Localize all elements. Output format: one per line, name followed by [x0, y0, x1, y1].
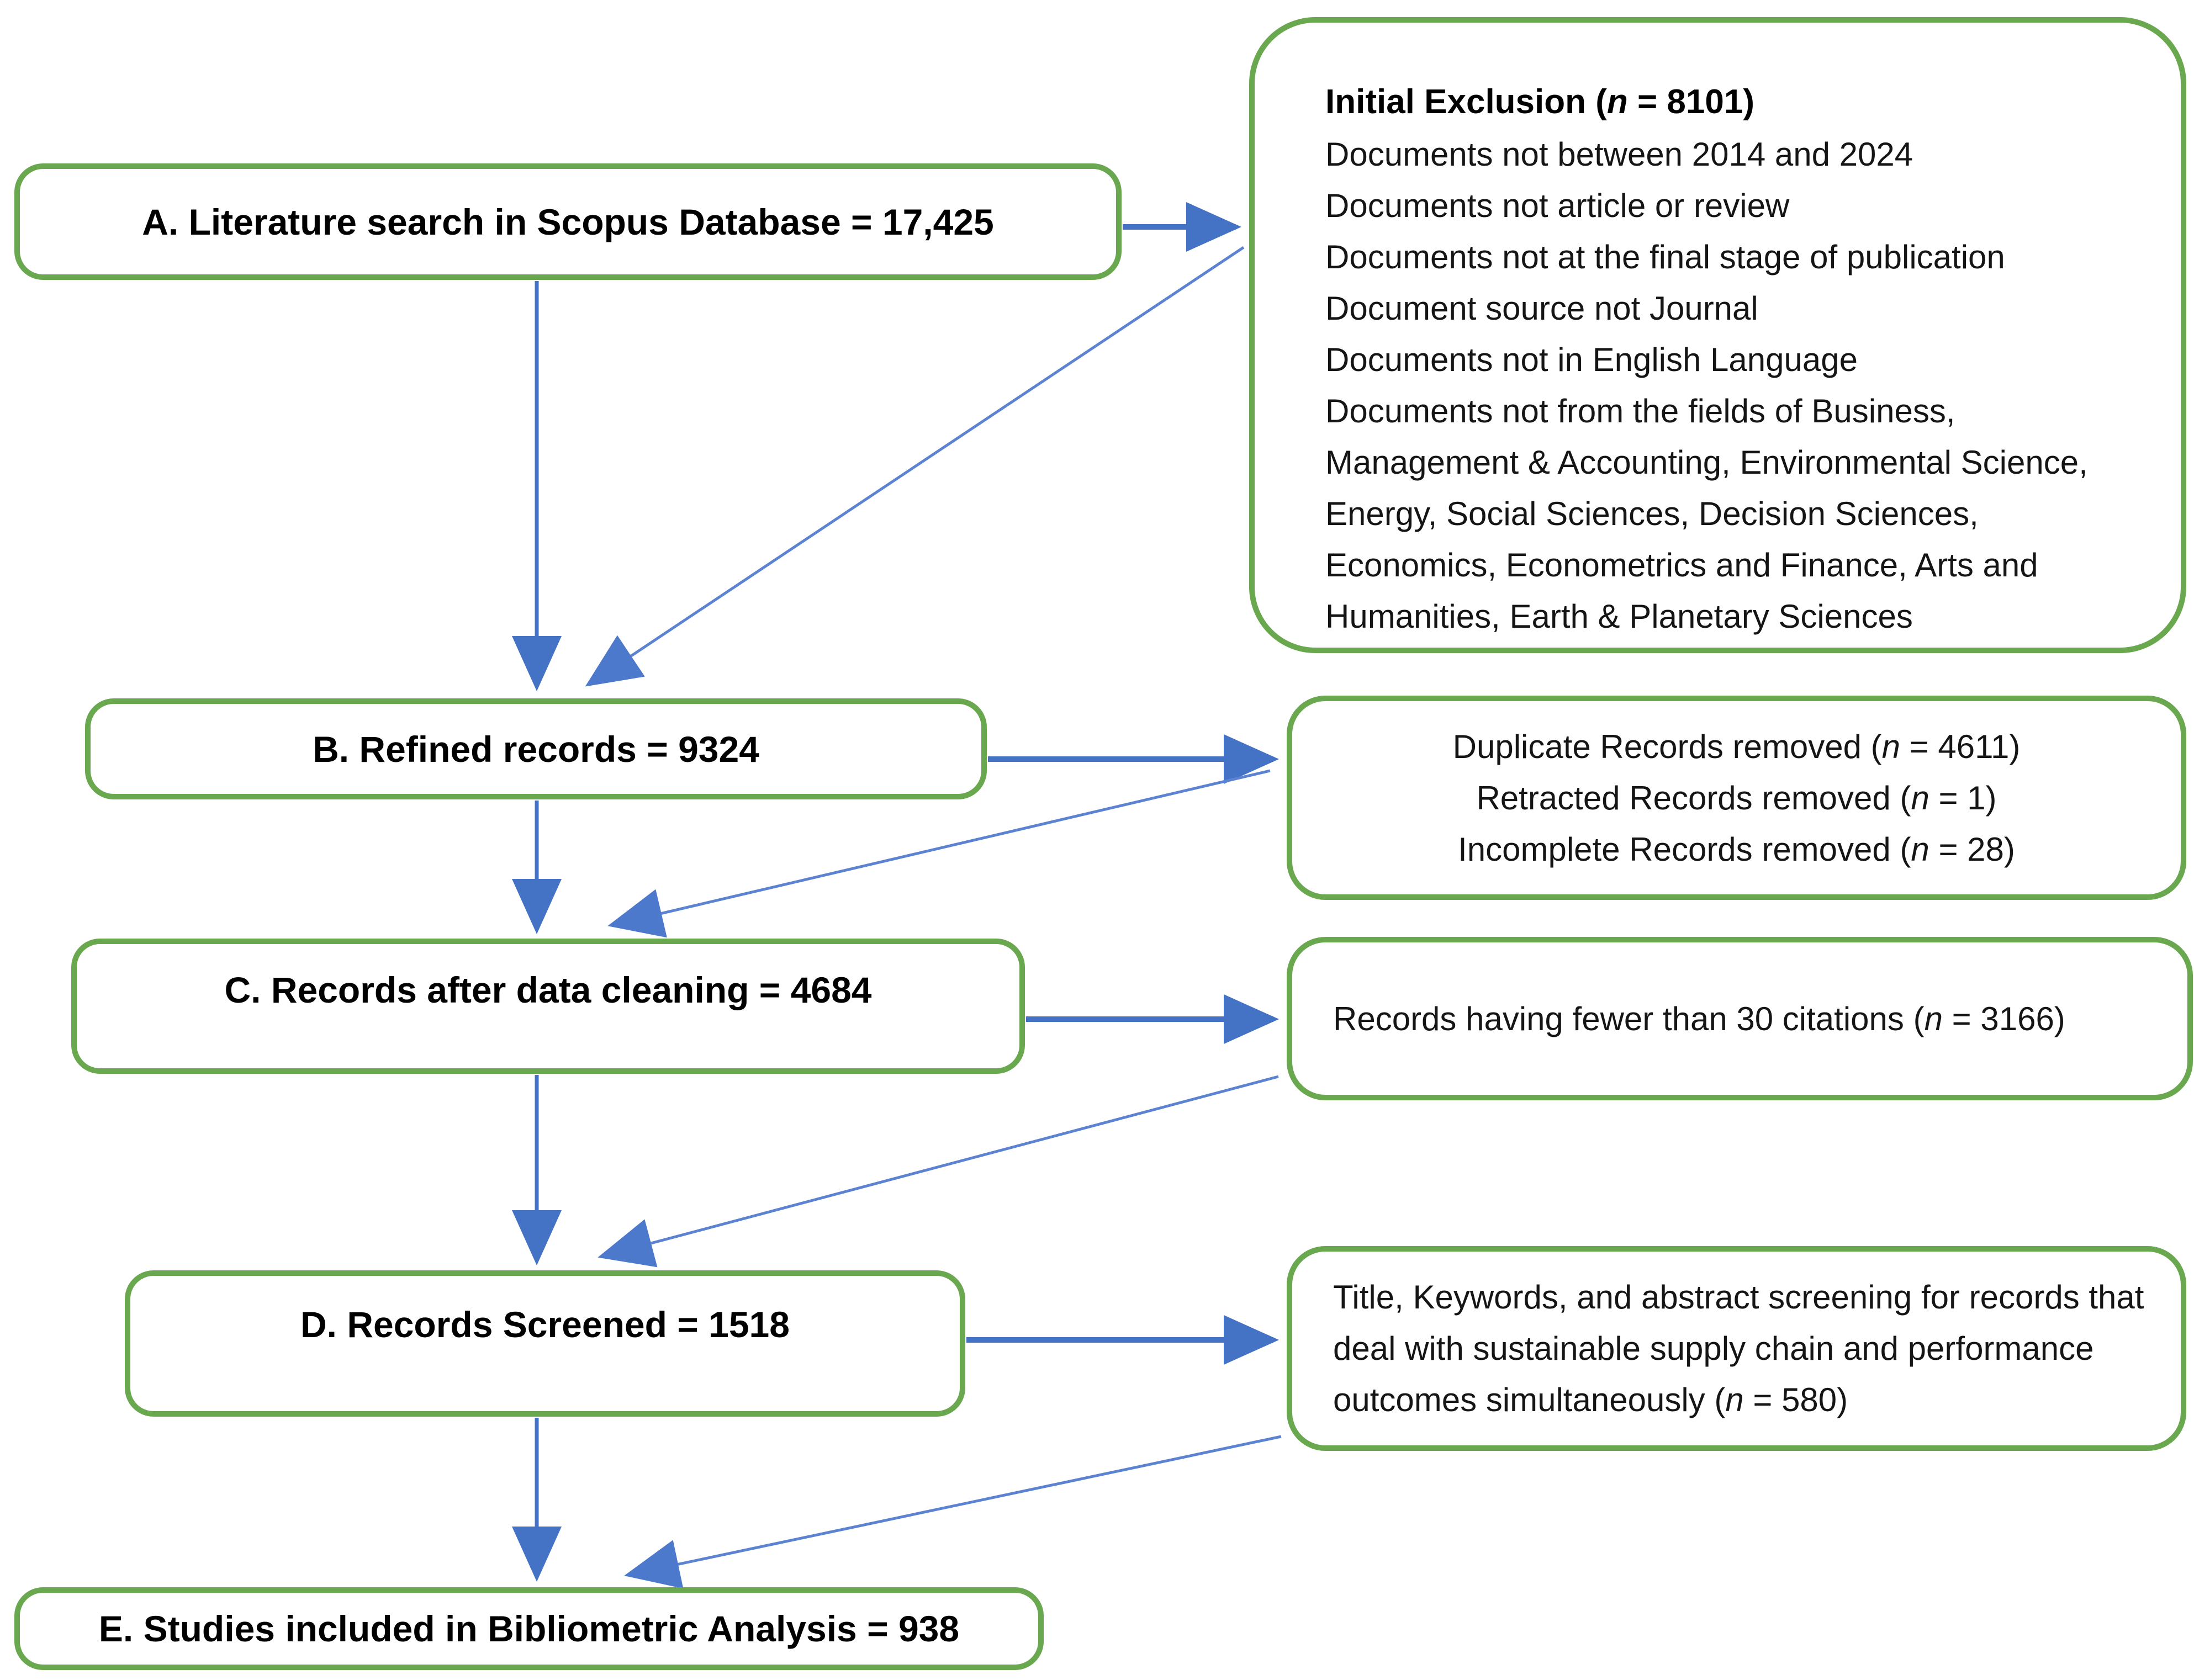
- note-initial-exclusion-title: Initial Exclusion (n = 8101): [1325, 83, 1754, 121]
- note-box-citation-filter: Records having fewer than 30 citations (…: [1287, 937, 2193, 1100]
- note-initial-exclusion-line: Documents not between 2014 and 2024: [1325, 136, 1913, 173]
- note-box-initial-exclusion: Initial Exclusion (n = 8101) Documents n…: [1249, 17, 2186, 653]
- note-retracted-records-line: Retracted Records removed (n = 1): [1476, 779, 1997, 817]
- note-box-title-keyword-abstract-screening: Title, Keywords, and abstract screening …: [1287, 1246, 2186, 1451]
- flow-box-records-screened: D. Records Screened = 1518: [125, 1270, 965, 1417]
- flow-box-records-after-cleaning-label: C. Records after data cleaning = 4684: [224, 969, 872, 1010]
- flow-box-literature-search: A. Literature search in Scopus Database …: [14, 163, 1122, 280]
- note-initial-exclusion-line: Documents not article or review: [1325, 187, 1790, 225]
- arrow-initial-exclusion-to-refined: [585, 246, 1245, 687]
- note-initial-exclusion-line: Documents not from the fields of Busines…: [1325, 393, 2088, 635]
- arrow-screening-note-to-included: [624, 1435, 1282, 1589]
- note-initial-exclusion-line: Documents not in English Language: [1325, 341, 1858, 379]
- note-initial-exclusion-line: Document source not Journal: [1325, 290, 1758, 327]
- arrow-citation-filter-to-screened: [598, 1075, 1279, 1268]
- flow-box-records-after-cleaning: C. Records after data cleaning = 4684: [71, 939, 1025, 1074]
- flow-box-refined-records: B. Refined records = 9324: [85, 698, 987, 799]
- flow-box-studies-included: E. Studies included in Bibliometric Anal…: [14, 1587, 1044, 1670]
- flow-box-records-screened-label: D. Records Screened = 1518: [300, 1303, 790, 1345]
- note-screening-line: Title, Keywords, and abstract screening …: [1333, 1279, 2144, 1418]
- note-initial-exclusion-line: Documents not at the final stage of publ…: [1325, 239, 2005, 276]
- note-citation-filter-line: Records having fewer than 30 citations (…: [1333, 1000, 2065, 1037]
- note-incomplete-records-line: Incomplete Records removed (n = 28): [1458, 830, 2015, 868]
- flow-box-studies-included-label: E. Studies included in Bibliometric Anal…: [98, 1608, 960, 1649]
- note-duplicate-records-line: Duplicate Records removed (n = 4611): [1452, 728, 2021, 765]
- flow-box-refined-records-label: B. Refined records = 9324: [313, 728, 759, 770]
- note-box-data-cleaning-removals: Duplicate Records removed (n = 4611) Ret…: [1287, 696, 2186, 900]
- flow-box-literature-search-label: A. Literature search in Scopus Database …: [142, 201, 994, 242]
